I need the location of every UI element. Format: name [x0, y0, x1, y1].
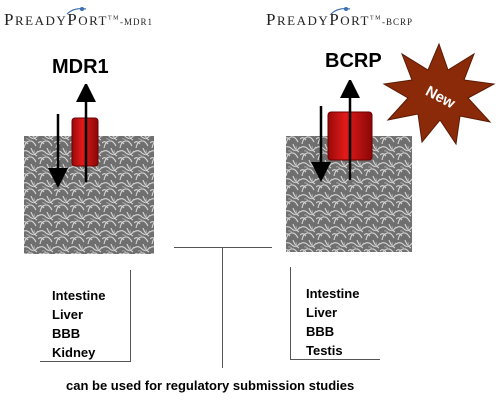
- logo-text: READY: [276, 13, 330, 28]
- logo-swoosh-icon: [330, 7, 351, 15]
- mdr1-cell-monolayer: [24, 84, 154, 254]
- connector-line: [222, 247, 223, 368]
- footer-note: can be used for regulatory submission st…: [66, 378, 355, 393]
- trademark: TM: [107, 15, 120, 22]
- bcrp-cell-monolayer: [286, 80, 412, 252]
- mdr1-list-bracket: [40, 361, 131, 362]
- list-item: Liver: [52, 307, 84, 322]
- list-item: Kidney: [52, 345, 96, 360]
- list-item: BBB: [52, 326, 81, 341]
- logo-suffix: -BCRP: [381, 17, 413, 27]
- logo-suffix: -MDR1: [119, 17, 153, 27]
- mdr1-list-bracket: [130, 270, 131, 362]
- bcrp-title: BCRP: [325, 50, 382, 72]
- logo-letter: P: [266, 10, 277, 29]
- bcrp-list-bracket: [290, 359, 380, 360]
- bcrp-tissue-list: Intestine Liver BBB Testis: [306, 284, 359, 360]
- list-item: Intestine: [306, 286, 360, 301]
- logo-letter: P: [4, 10, 15, 29]
- logo-text: ORT: [340, 13, 370, 28]
- list-item: Liver: [306, 305, 338, 320]
- bcrp-list-bracket: [290, 267, 291, 360]
- logo-letter: P: [329, 10, 341, 29]
- logo-text: ORT: [78, 13, 108, 28]
- list-item: Intestine: [52, 288, 106, 303]
- list-item: Testis: [306, 343, 343, 358]
- list-item: BBB: [306, 324, 335, 339]
- logo-swoosh-icon: [66, 7, 87, 15]
- mdr1-tissue-list: Intestine Liver BBB Kidney: [52, 286, 105, 362]
- logo-letter: P: [67, 10, 79, 29]
- mdr1-title: MDR1: [52, 56, 109, 78]
- new-badge: New: [382, 42, 496, 146]
- preadyport-mdr1-logo: PREADYPORTTM-MDR1: [4, 10, 153, 30]
- preadyport-bcrp-logo: PREADYPORTTM-BCRP: [266, 10, 413, 30]
- trademark: TM: [369, 15, 382, 22]
- connector-line: [174, 247, 272, 248]
- logo-text: READY: [14, 13, 68, 28]
